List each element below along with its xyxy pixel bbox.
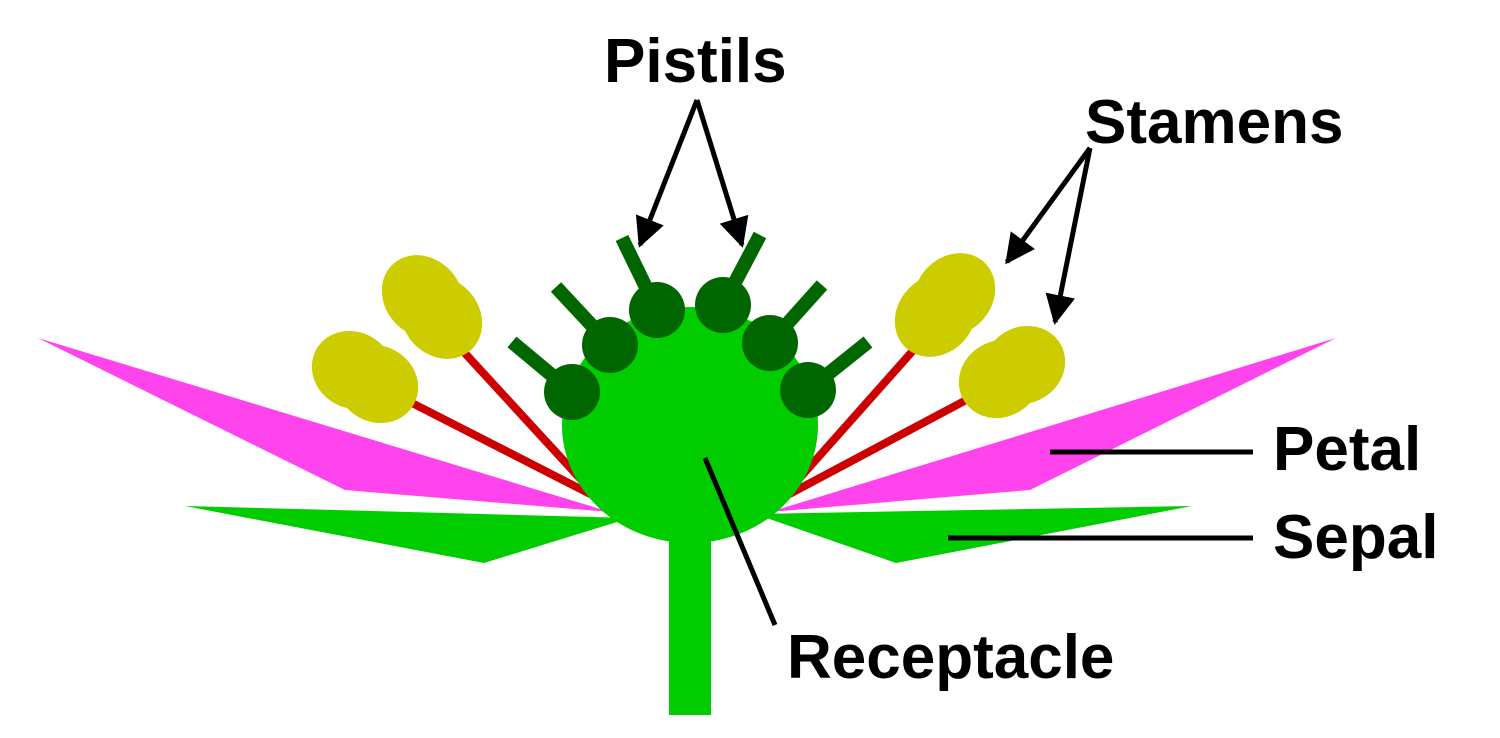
pistils-arrow-left — [635, 99, 700, 248]
anthers — [311, 253, 1066, 424]
anther — [894, 253, 996, 357]
receptacle-leader — [702, 457, 778, 626]
pistil-ovary — [544, 364, 600, 420]
anther — [381, 255, 483, 359]
pistil-ovary — [742, 315, 798, 371]
petal-right — [770, 338, 1336, 512]
pistil-ovary — [582, 317, 638, 373]
stem — [669, 520, 711, 715]
stamens-arrow-upper — [1004, 146, 1093, 265]
receptacle-label: Receptacle — [787, 623, 1114, 692]
stamens-label: Stamens — [1085, 88, 1343, 157]
pistils-arrow-right — [694, 99, 749, 248]
pistil-ovary — [629, 282, 685, 338]
filament — [778, 394, 974, 502]
anther — [958, 325, 1066, 419]
petal-label: Petal — [1273, 415, 1421, 484]
sepal-left — [185, 506, 630, 563]
sepal-label: Sepal — [1273, 503, 1438, 572]
sepal-right — [755, 506, 1192, 563]
petal-left — [38, 338, 610, 512]
stamens-arrow-lower — [1045, 147, 1093, 325]
pistil-ovaries — [544, 277, 836, 420]
filament — [406, 398, 602, 502]
anther — [311, 330, 419, 424]
pistil-ovary — [780, 362, 836, 418]
leaders — [635, 99, 1253, 626]
pistil-ovary — [695, 277, 751, 333]
pistils-label: Pistils — [604, 27, 787, 96]
